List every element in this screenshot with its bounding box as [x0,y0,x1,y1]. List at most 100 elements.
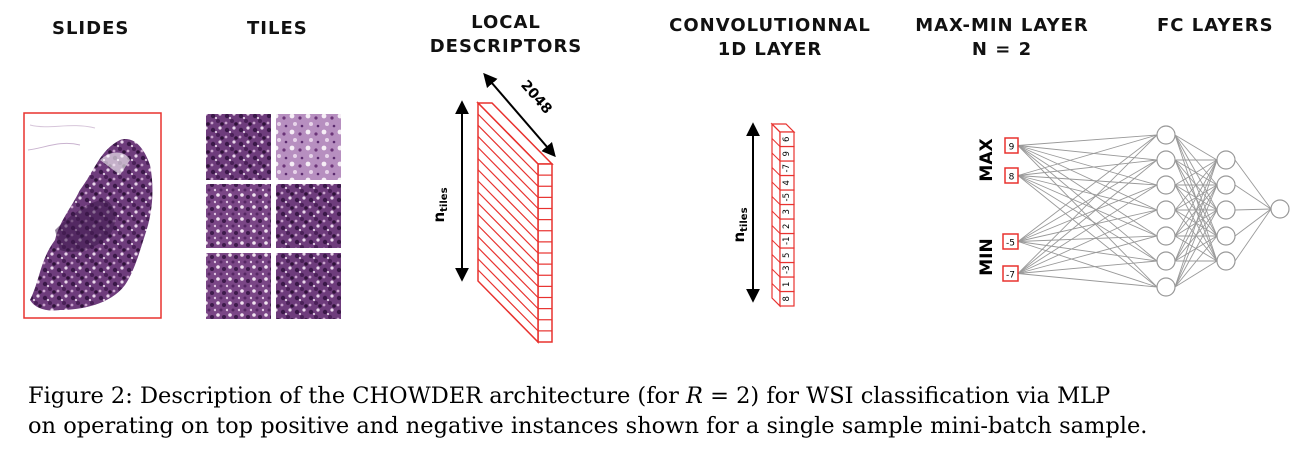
conv-score: 4 [782,180,792,185]
descriptor-row-line [477,258,539,321]
descriptor-row-line [477,247,539,310]
network-node [1216,251,1236,271]
network-node [1216,200,1236,220]
network-node [1156,150,1176,170]
conv-side-line [771,268,781,278]
conv-side-line [771,138,781,147]
network-node [1156,251,1176,271]
network-edge [1017,159,1158,274]
min-value-box-1: -5 [1002,233,1019,250]
network-node [1216,226,1236,246]
network-edge [1174,184,1218,288]
network-edge [1234,159,1272,210]
network-edge [1174,260,1218,288]
network-edge [1017,134,1158,176]
tile-3 [206,184,271,248]
network-edge [1017,145,1158,161]
caption-variable: R [685,383,703,409]
tiles-grid [206,114,341,319]
network-node [1270,199,1290,219]
network-edge [1017,175,1158,237]
svg-text:-5: -5 [1006,239,1015,249]
descriptor-row-line [477,224,539,287]
network-edge [1017,175,1158,262]
conv-score: 5 [782,253,792,258]
figure-caption: Figure 2: Description of the CHOWDER arc… [28,381,1298,441]
descriptor-row-line [477,236,539,298]
conv-side-line [771,123,781,133]
network-edge [1174,159,1218,186]
descriptor-row-line [477,269,539,332]
network-edge [1017,235,1158,242]
network-edge [1017,235,1158,274]
n-tiles-label-descriptors: ntiles [430,187,450,222]
network-node [1216,175,1236,195]
max-label: MAX [977,138,997,181]
conv-cell [779,131,795,148]
descriptor-row-line [477,191,539,254]
descriptor-row-line [477,180,539,243]
conv-1d-layer: 81-35-123-54-796 [770,122,796,308]
network-node [1156,125,1176,145]
conv-side-line [771,152,781,162]
conv-side-line [771,239,781,249]
conv-score: 9 [782,151,792,156]
descriptor-row-line [477,158,539,221]
header-conv-line1: CONVOLUTIONNAL [669,15,871,36]
header-conv-line2: 1D LAYER [717,39,823,60]
network-edge [1174,159,1218,237]
conv-side-line [771,167,781,176]
conv-side-line [771,196,781,205]
svg-text:8: 8 [1009,173,1015,183]
network-edge [1017,159,1158,242]
conv-score: 6 [782,137,792,142]
network-edge [1017,134,1158,146]
network-edge [1017,241,1158,288]
network-node [1216,150,1236,170]
network-edge [1017,134,1158,274]
network-edge [1174,159,1218,211]
chowder-architecture-diagram: ntiles 2048 81-35-123-54-796 ntiles MAX … [23,72,1290,344]
network-edge [1017,260,1158,274]
tile-2 [276,114,341,180]
n-tiles-label-conv: ntiles [730,207,750,242]
descriptor-row-line [477,213,539,276]
header-maxmin-line1: MAX-MIN LAYER [915,15,1089,36]
network-node [1156,226,1176,246]
network-edge [1174,235,1218,288]
descriptor-row-line [477,202,539,265]
svg-text:9: 9 [1009,143,1015,153]
header-tiles: TILES [247,18,308,39]
header-local-descriptors: LOCAL DESCRIPTORS [426,11,586,59]
network-edge [1234,208,1272,237]
network-node [1156,200,1176,220]
caption-line-2: on operating on top positive and negativ… [28,413,1148,439]
conv-score: -5 [782,193,792,201]
network-edge [1174,159,1218,288]
network-edge [1234,184,1272,210]
header-conv-layer: CONVOLUTIONNAL 1D LAYER [665,14,875,62]
slide-image [23,112,162,319]
network-edge [1017,175,1158,288]
conv-score: -1 [782,237,792,245]
svg-text:-7: -7 [1006,271,1015,281]
network-edge [1017,145,1158,237]
network-edge [1174,209,1218,288]
header-slides: SLIDES [52,18,130,39]
conv-score: 2 [782,224,792,229]
caption-line-1: Figure 2: Description of the CHOWDER arc… [28,383,1111,409]
descriptor-row-line [477,169,539,232]
header-fc-layers: FC LAYERS [1157,15,1274,36]
network-edge [1174,134,1218,161]
conv-score: 1 [782,282,792,287]
tile-1 [206,114,271,180]
fc-network-nodes [1156,125,1290,297]
descriptor-dim-label: 2048 [517,77,555,117]
header-local-line1: LOCAL [471,12,541,33]
network-node [1156,277,1176,297]
min-value-box-2: -7 [1002,265,1019,282]
network-edge [1017,273,1158,288]
network-edge [1234,208,1272,262]
conv-side-line [771,225,781,234]
conv-side-line [771,210,781,220]
